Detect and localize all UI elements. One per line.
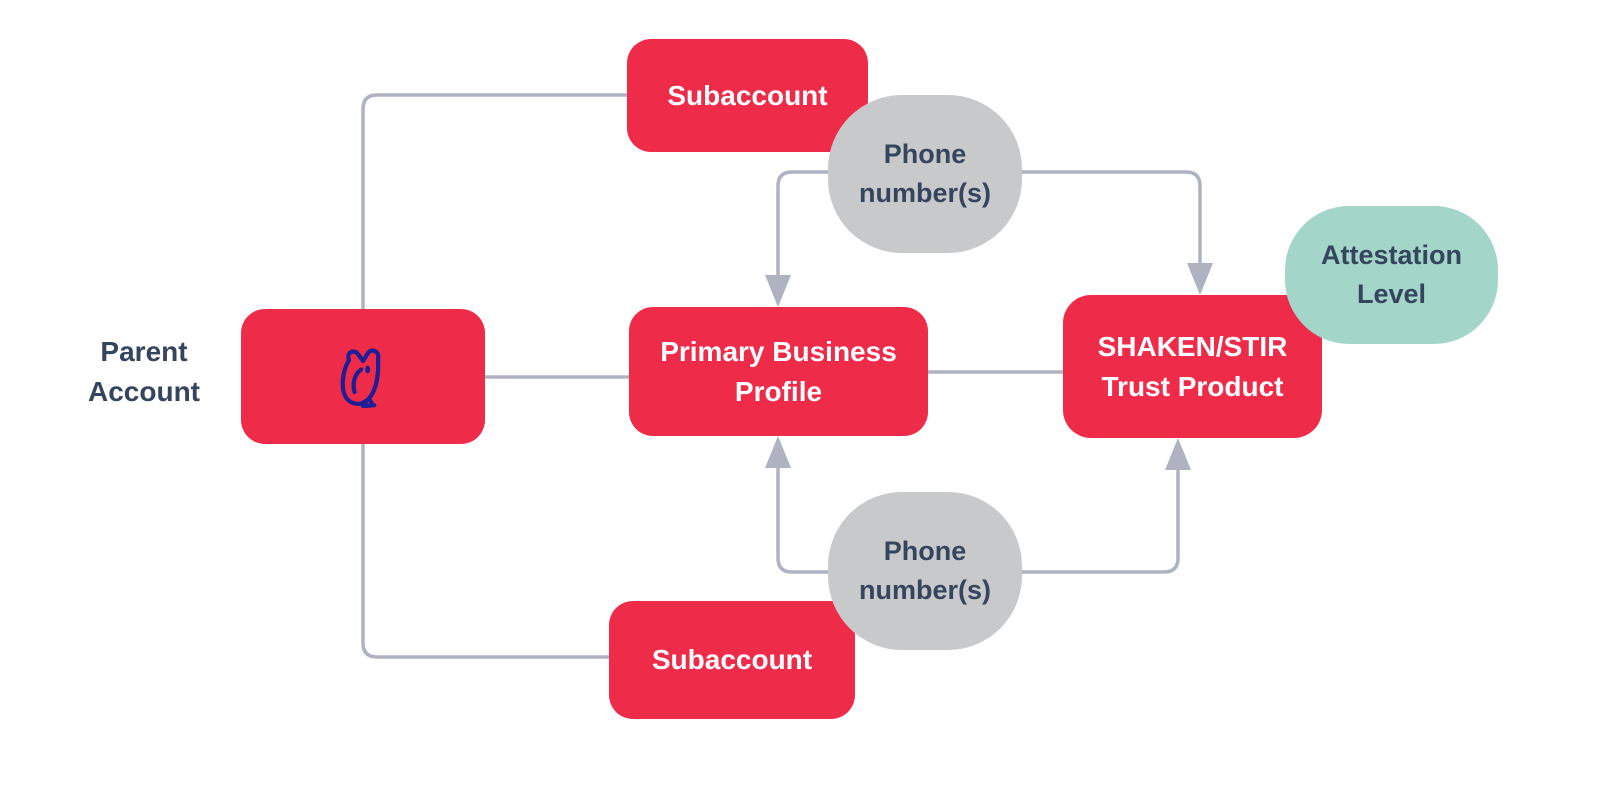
subaccount-bottom-node: Subaccount bbox=[609, 601, 855, 719]
owl-icon bbox=[340, 347, 381, 408]
connector-phone-bottom-to-profile bbox=[776, 467, 905, 574]
attestation-level-badge: Attestation Level bbox=[1285, 206, 1498, 344]
primary-business-profile-node: Primary Business Profile bbox=[629, 307, 928, 436]
connector-phone-bottom-to-shaken bbox=[950, 469, 1180, 574]
shaken-stir-trust-product-node: SHAKEN/STIR Trust Product bbox=[1063, 295, 1322, 438]
connector-phone-top-to-shaken bbox=[950, 170, 1202, 265]
arrowhead-up-shaken bbox=[1165, 438, 1191, 470]
parent-account-label: Parent Account bbox=[88, 336, 200, 408]
phone-numbers-top-node: Phone number(s) bbox=[828, 95, 1022, 253]
parent-account-node bbox=[241, 309, 485, 444]
subaccount-top-node: Subaccount bbox=[627, 39, 868, 152]
arrowhead-up-profile bbox=[765, 436, 791, 468]
arrowhead-down-profile bbox=[765, 275, 791, 307]
connector-phone-top-to-profile bbox=[776, 170, 905, 277]
arrowhead-down-shaken bbox=[1187, 263, 1213, 295]
phone-numbers-bottom-node: Phone number(s) bbox=[828, 492, 1022, 650]
